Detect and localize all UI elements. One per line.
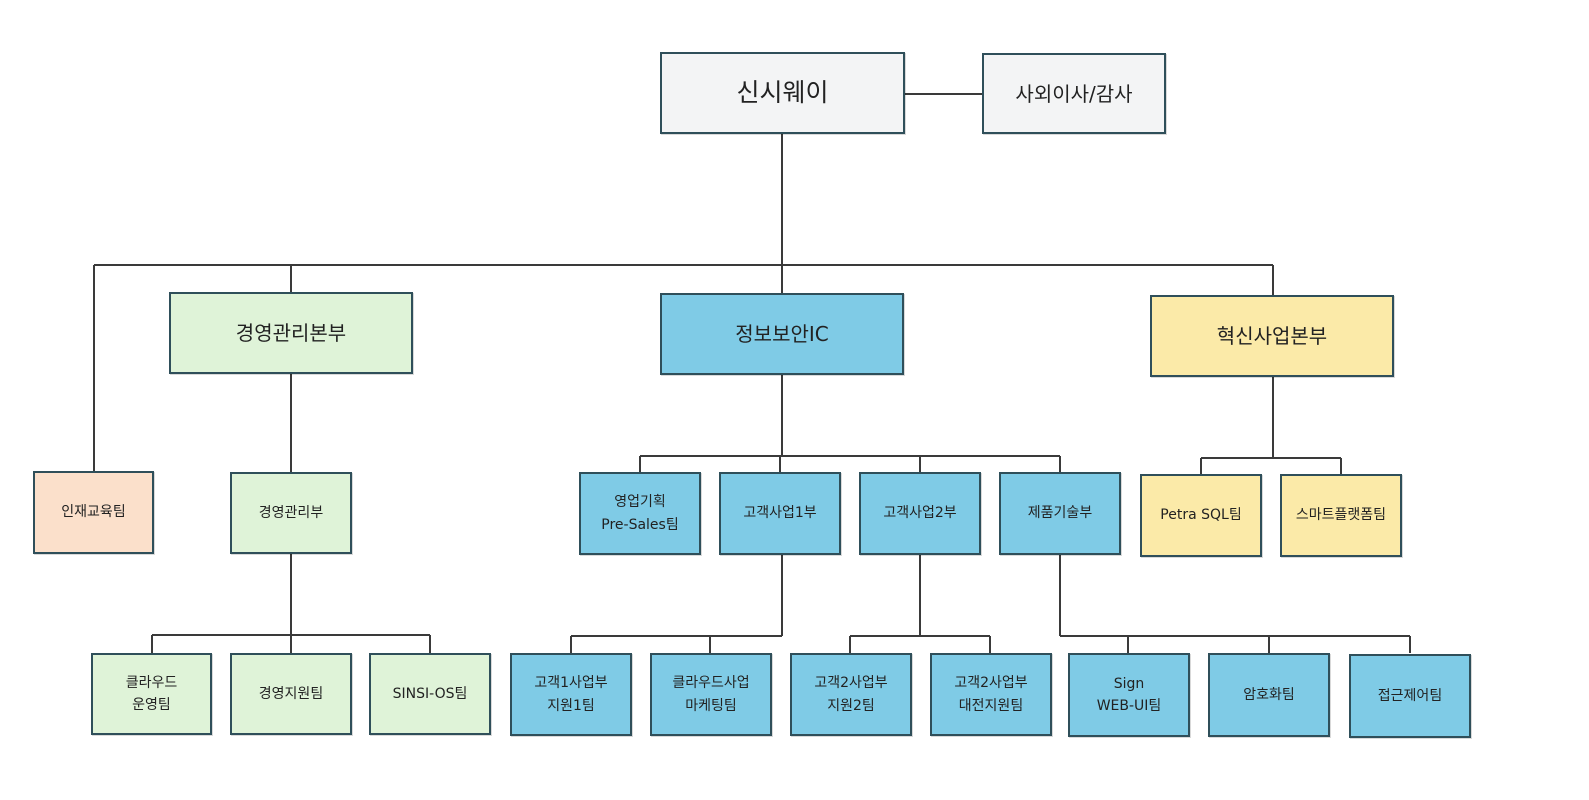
node-access-control-label: 접근제어팀 <box>1377 687 1443 704</box>
node-hr-education-team: 인재교육팀 <box>33 471 154 554</box>
node-customer2-daejeon-line1: 고객2사업부 <box>954 675 1028 692</box>
node-ceo-label: 신시웨이 <box>736 78 829 107</box>
node-smart-platform-team: 스마트플랫폼팀 <box>1280 474 1402 557</box>
node-hr-education-label: 인재교육팀 <box>61 504 126 521</box>
node-board: 사외이사/감사 <box>982 53 1166 134</box>
node-sign-webui-team: Sign WEB-UI팀 <box>1068 653 1190 737</box>
node-customer-business-2: 고객사업2부 <box>859 472 981 555</box>
node-sinsi-os-label: SINSI-OS팀 <box>392 685 468 702</box>
node-mgmt-support-team: 경영지원팀 <box>230 653 352 735</box>
node-ceo: 신시웨이 <box>660 52 905 134</box>
node-innovation-division-label: 혁신사업본부 <box>1216 324 1328 348</box>
node-cloud-ops-line2: 운영팀 <box>132 697 171 713</box>
node-mgmt-support-label: 경영지원팀 <box>258 685 324 702</box>
node-customer-business-1: 고객사업1부 <box>719 472 841 555</box>
node-crypto-label: 암호화팀 <box>1243 686 1295 703</box>
node-sales-planning-line1: 영업기획 <box>614 494 666 511</box>
node-customer2-support-line2: 지원2팀 <box>827 697 875 714</box>
node-customer1-support-team: 고객1사업부 지원1팀 <box>510 653 632 736</box>
node-cloud-marketing-line2: 마케팅팀 <box>685 697 737 714</box>
node-cloud-marketing-line1: 클라우드사업 <box>672 675 750 692</box>
node-product-tech-dept: 제품기술부 <box>999 472 1121 555</box>
node-product-tech-label: 제품기술부 <box>1027 505 1093 522</box>
node-sign-webui-line2: WEB-UI팀 <box>1096 698 1162 714</box>
node-security-division-label: 정보보안IC <box>735 322 829 346</box>
node-crypto-team: 암호화팀 <box>1208 653 1330 737</box>
node-customer1-support-line2: 지원1팀 <box>547 697 595 714</box>
node-sales-planning-line2: Pre-Sales팀 <box>601 516 679 533</box>
node-customer2-daejeon-team: 고객2사업부 대전지원팀 <box>930 653 1052 736</box>
node-board-label: 사외이사/감사 <box>1015 81 1133 106</box>
node-customer1-support-line1: 고객1사업부 <box>534 675 608 692</box>
node-cloud-ops-team: 클라우드 운영팀 <box>91 653 212 735</box>
node-customer2-daejeon-line2: 대전지원팀 <box>958 697 1024 714</box>
node-petra-sql-team: Petra SQL팀 <box>1140 474 1262 557</box>
node-customer-business-1-label: 고객사업1부 <box>743 505 817 522</box>
node-mgmt-dept: 경영관리부 <box>230 472 352 554</box>
node-cloud-ops-line1: 클라우드 <box>125 674 178 691</box>
node-sign-webui-line1: Sign <box>1113 675 1145 692</box>
node-smart-platform-label: 스마트플랫폼팀 <box>1295 507 1387 524</box>
node-mgmt-division: 경영관리본부 <box>169 292 413 374</box>
node-customer-business-2-label: 고객사업2부 <box>883 505 957 522</box>
node-access-control-team: 접근제어팀 <box>1349 654 1471 738</box>
node-customer2-support-line1: 고객2사업부 <box>814 675 888 692</box>
node-cloud-marketing-team: 클라우드사업 마케팅팀 <box>650 653 772 736</box>
node-mgmt-dept-label: 경영관리부 <box>258 504 324 521</box>
node-petra-sql-label: Petra SQL팀 <box>1160 507 1242 524</box>
node-sinsi-os-team: SINSI-OS팀 <box>369 653 491 735</box>
node-sales-planning-team: 영업기획 Pre-Sales팀 <box>579 472 701 555</box>
node-innovation-division: 혁신사업본부 <box>1150 295 1394 377</box>
node-customer2-support-team: 고객2사업부 지원2팀 <box>790 653 912 736</box>
node-security-division: 정보보안IC <box>660 293 904 375</box>
node-mgmt-division-label: 경영관리본부 <box>235 321 347 345</box>
